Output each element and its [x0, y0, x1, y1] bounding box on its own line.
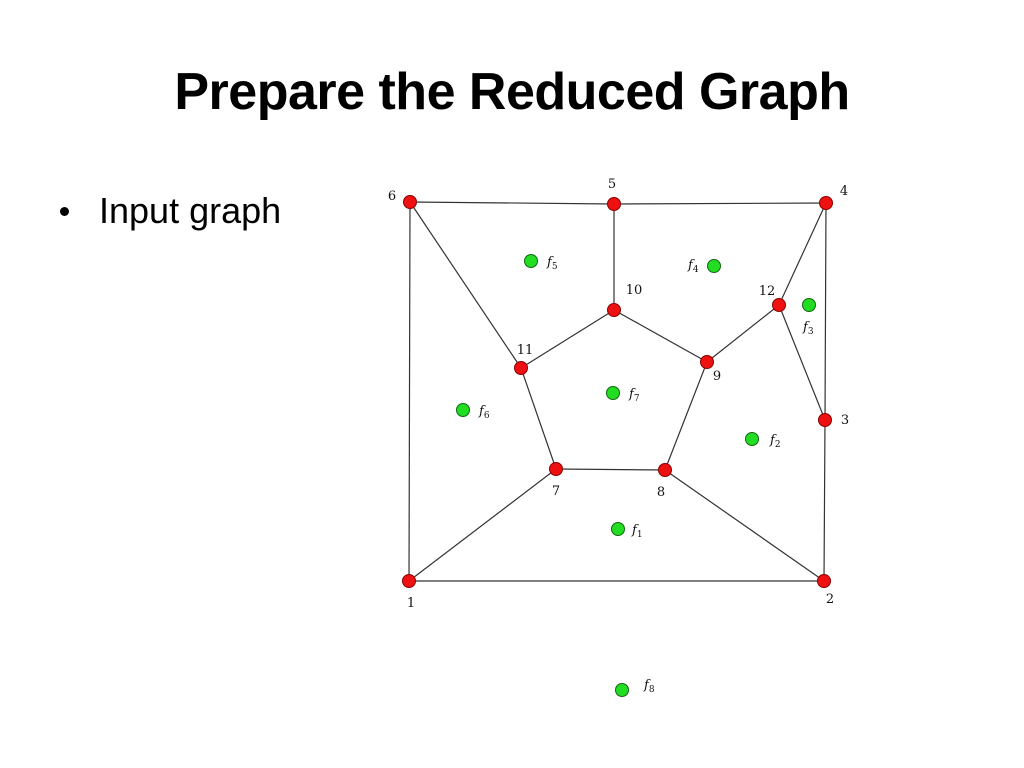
- vertex-4: [819, 196, 833, 210]
- edge-4-3: [824, 202, 827, 421]
- edge-3-2: [823, 419, 826, 582]
- vertex-label-5: 5: [608, 177, 616, 192]
- vertex-label-8: 8: [657, 485, 665, 500]
- edge-10-9: [613, 309, 708, 363]
- vertex-10: [607, 303, 621, 317]
- slide-title: Prepare the Reduced Graph: [174, 63, 850, 121]
- edge-8-9: [664, 361, 708, 471]
- edge-1-6: [408, 201, 411, 582]
- face-label-f7: f7: [628, 387, 640, 404]
- face-label-f1: f1: [631, 523, 643, 540]
- bullet-list: Input graph: [60, 190, 281, 232]
- vertex-label-3: 3: [841, 413, 849, 428]
- edge-11-7: [520, 367, 557, 470]
- face-label-f6: f6: [478, 404, 490, 421]
- face-point-f8: [615, 683, 629, 697]
- vertex-label-9: 9: [713, 369, 721, 384]
- face-point-f4: [707, 259, 721, 273]
- face-label-f2: f2: [769, 433, 781, 450]
- edge-8-2: [664, 469, 825, 582]
- face-label-f4: f4: [687, 258, 699, 275]
- vertex-3: [818, 413, 832, 427]
- vertex-1: [402, 574, 416, 588]
- edge-6-5: [409, 201, 615, 205]
- face-point-f1: [611, 522, 625, 536]
- edges-layer: [408, 201, 827, 582]
- face-point-f3: [802, 298, 816, 312]
- face-point-f2: [745, 432, 759, 446]
- vertex-label-10: 10: [626, 283, 643, 298]
- edge-6-11: [409, 201, 522, 369]
- face-point-f6: [456, 403, 470, 417]
- vertex-label-12: 12: [759, 284, 776, 299]
- bullet-item: Input graph: [60, 190, 281, 232]
- vertex-label-11: 11: [517, 343, 534, 358]
- faces-layer: f1 f2 f3 f4 f5 f6 f7 f8: [456, 254, 816, 697]
- vertex-12: [772, 298, 786, 312]
- vertex-label-7: 7: [552, 484, 560, 499]
- vertex-2: [817, 574, 831, 588]
- vertex-8: [658, 463, 672, 477]
- vertex-11: [514, 361, 528, 375]
- face-point-f5: [524, 254, 538, 268]
- bullet-text: Input graph: [99, 190, 282, 231]
- vertex-5: [607, 197, 621, 211]
- vertex-label-6: 6: [388, 189, 396, 204]
- face-label-f3: f3: [802, 320, 814, 337]
- vertex-label-4: 4: [840, 184, 848, 199]
- edge-4-12: [778, 202, 827, 306]
- edge-7-8: [555, 468, 666, 471]
- vertex-7: [549, 462, 563, 476]
- edge-12-9: [706, 304, 780, 363]
- vertex-9: [700, 355, 714, 369]
- bullet-dot: [60, 206, 69, 216]
- edge-7-1: [408, 468, 557, 582]
- vertex-label-1: 1: [407, 596, 415, 611]
- edge-5-4: [613, 202, 827, 205]
- edge-10-11: [520, 309, 615, 369]
- vertex-6: [403, 195, 417, 209]
- face-point-f7: [606, 386, 620, 400]
- face-label-f8: f8: [643, 678, 655, 695]
- vertex-label-2: 2: [826, 592, 834, 607]
- edge-12-3: [778, 304, 826, 421]
- face-label-f5: f5: [546, 255, 558, 272]
